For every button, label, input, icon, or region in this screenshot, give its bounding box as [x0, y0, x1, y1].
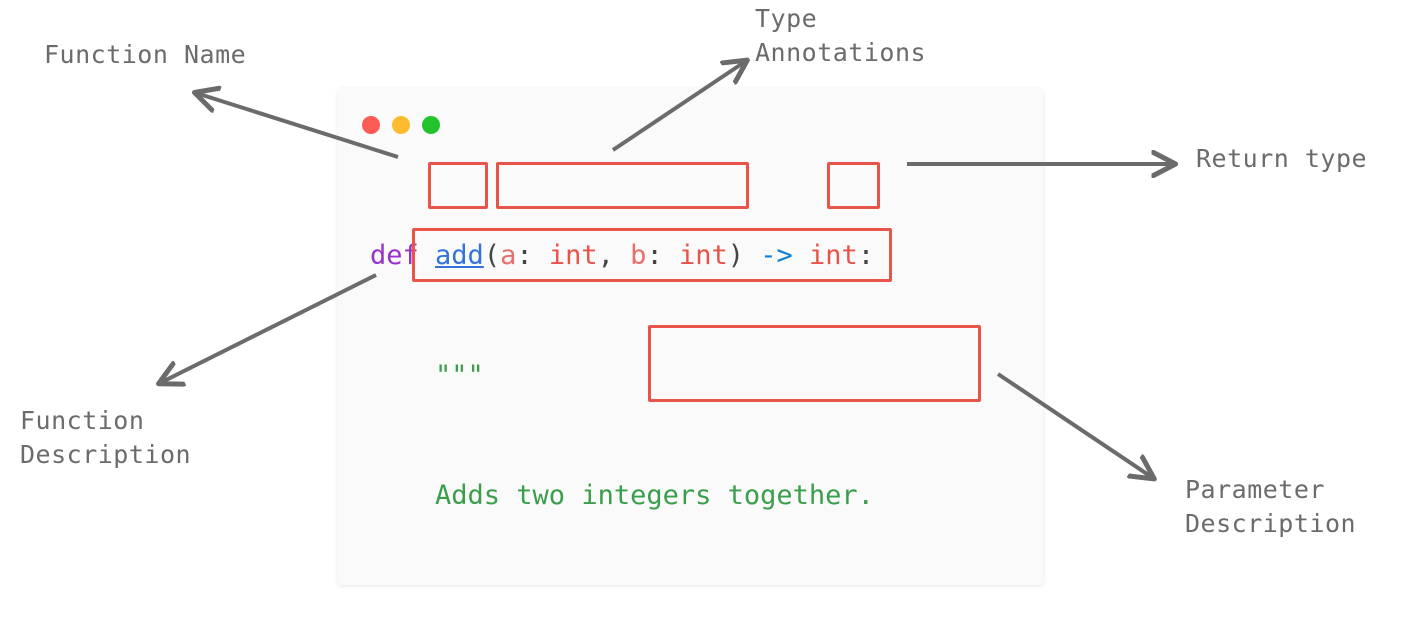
maximize-window-icon[interactable] — [422, 116, 440, 134]
highlight-box-return-type — [827, 162, 880, 209]
minimize-window-icon[interactable] — [392, 116, 410, 134]
code-block: def add(a: int, b: int) -> int: """ Adds… — [370, 156, 955, 641]
code-line-summary: Adds two integers together. — [370, 480, 874, 511]
annotation-label-function-description: Function Description — [20, 406, 192, 469]
highlight-box-function-name — [428, 162, 488, 209]
window-traffic-lights — [362, 116, 440, 134]
close-window-icon[interactable] — [362, 116, 380, 134]
highlight-box-type-annotations — [496, 162, 749, 209]
annotation-label-parameter-description: Parameter Description — [1185, 475, 1357, 538]
code-line-blank-1 — [370, 596, 955, 636]
annotation-label-type-annotations: Type Annotations — [755, 4, 927, 67]
code-line-signature: def add(a: int, b: int) -> int: — [370, 240, 875, 271]
code-line-docstring-open: """ — [370, 360, 484, 391]
annotation-label-return-type: Return type — [1196, 144, 1368, 173]
highlight-box-parameter-description — [648, 325, 981, 402]
code-window-panel: def add(a: int, b: int) -> int: """ Adds… — [338, 88, 1043, 585]
annotation-label-function-name: Function Name — [44, 40, 247, 69]
highlight-box-function-description — [412, 228, 892, 282]
